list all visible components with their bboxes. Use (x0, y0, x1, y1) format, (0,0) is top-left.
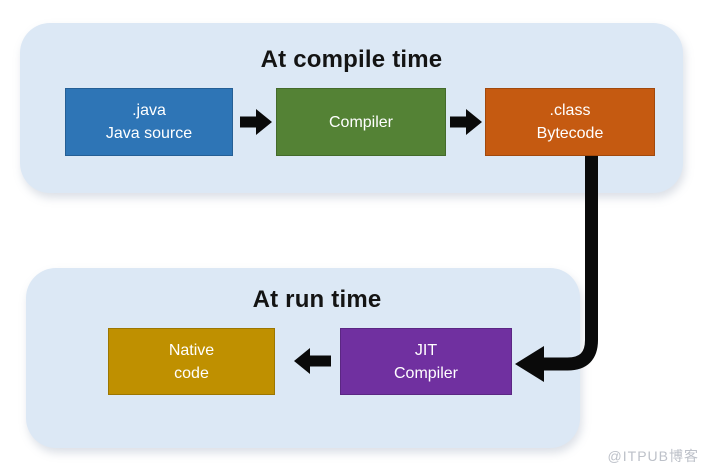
flow-arrow-right-icon (450, 109, 482, 135)
java-source-line2: Java source (105, 125, 193, 142)
jit-compiler-line1: JIT (414, 341, 438, 359)
class-bytecode-line2: Bytecode (536, 125, 604, 142)
elbow-connector-icon (515, 156, 598, 382)
java-source-line1: .java (132, 102, 166, 119)
flow-arrow-left-icon (294, 348, 331, 374)
native-code-line1: Native (168, 341, 215, 359)
run-time-title: At run time (252, 286, 382, 313)
jit-compiler-node: JIT Compiler (340, 328, 512, 395)
class-bytecode-line1: .class (549, 102, 591, 119)
java-source-node: .java Java source (65, 88, 233, 156)
watermark: @ITPUB博客 (607, 448, 699, 464)
compiler-node: Compiler (276, 88, 446, 156)
compiler-line1: Compiler (328, 113, 393, 131)
native-code-node: Native code (108, 328, 275, 395)
flow-arrow-right-icon (240, 109, 272, 135)
compile-time-title: At compile time (260, 46, 443, 73)
native-code-line2: code (174, 364, 209, 382)
class-bytecode-node: .class Bytecode (485, 88, 655, 156)
jit-compiler-line2: Compiler (393, 364, 458, 382)
